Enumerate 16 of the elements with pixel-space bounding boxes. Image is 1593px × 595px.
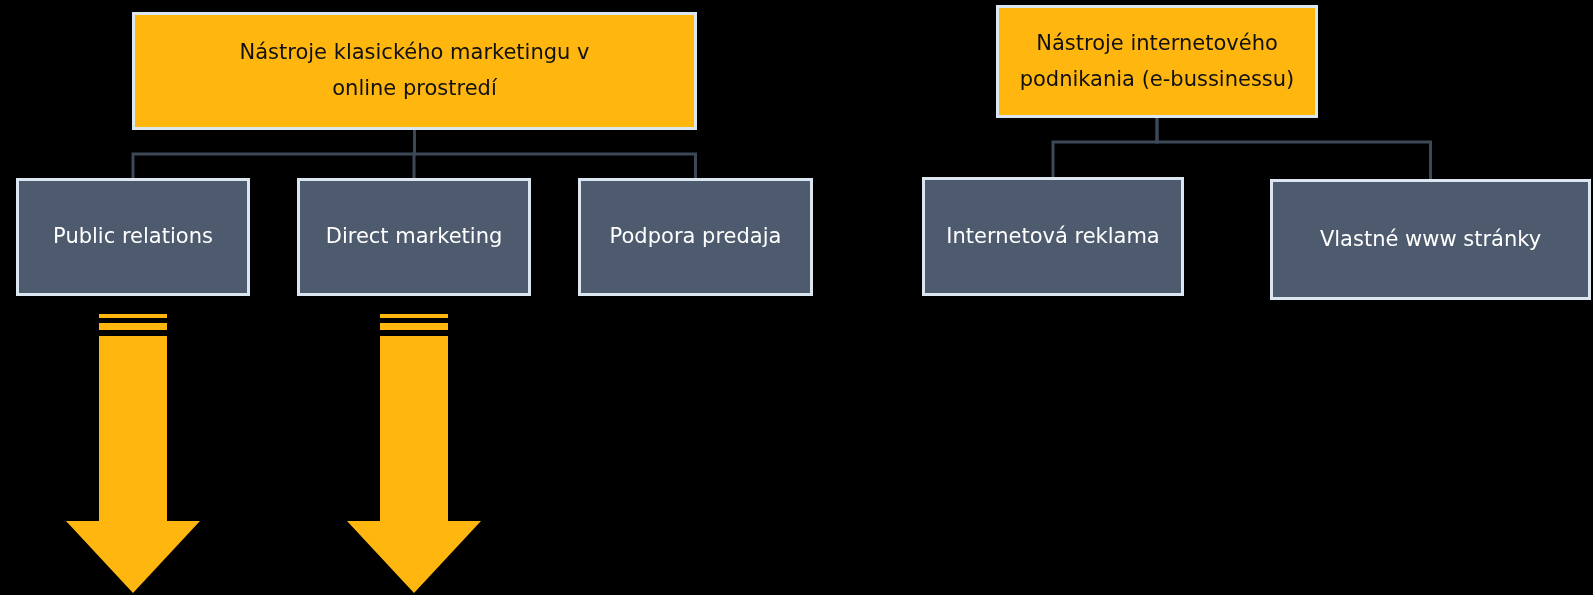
tool-label: Internetová reklama [946, 222, 1160, 250]
tool-box [578, 178, 813, 296]
category-title: Nástroje internetového podnikania (e-bussinessu) [1018, 29, 1296, 93]
connector-line [1155, 118, 1432, 179]
category-box [996, 5, 1318, 118]
tool-box [16, 178, 250, 296]
tool-box [1270, 179, 1591, 300]
tool-box [922, 177, 1184, 296]
tool-label: Public relations [53, 223, 213, 251]
connector-line [413, 130, 697, 178]
tool-box [297, 178, 531, 296]
tool-label: Podpora predaja [609, 223, 782, 251]
category-box [132, 12, 697, 130]
category-title: Nástroje klasického marketingu v online prostredí [238, 39, 591, 102]
tool-label: Direct marketing [325, 223, 503, 251]
tool-label: Vlastné www stránky [1319, 225, 1542, 253]
